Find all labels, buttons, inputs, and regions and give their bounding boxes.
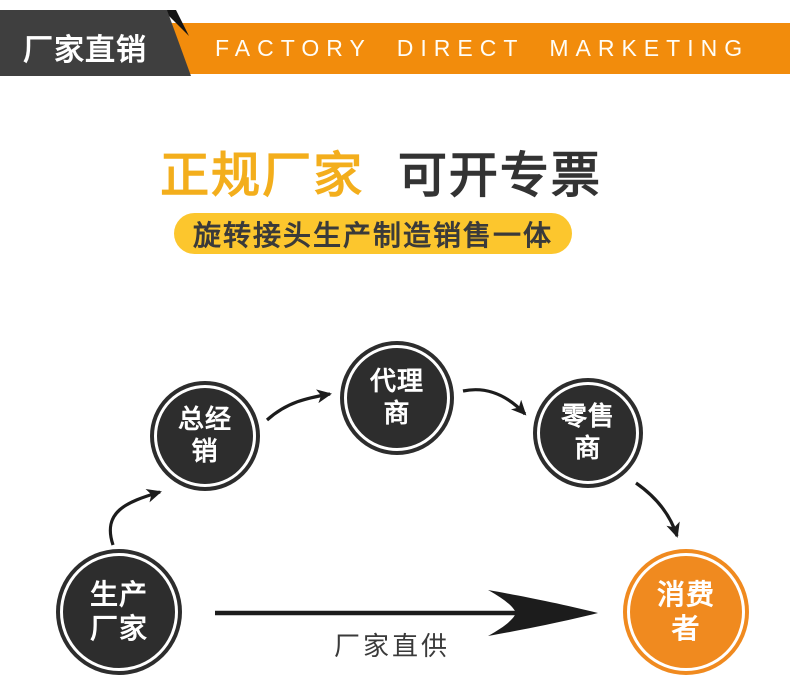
arrow-distributor-to-agent-icon [265,389,332,422]
headline-highlight: 正规厂家 [160,149,365,203]
node-agent-line1: 代理 [369,366,424,397]
node-retailer-line2: 商 [574,433,602,463]
banner-ribbon-label: 厂家直销 [23,34,147,67]
arrow-retailer-to-consumer-icon [635,481,680,538]
node-ring [60,553,178,671]
node-consumer: 消费 者 [623,549,749,675]
node-agent: 代理 商 [340,341,454,455]
headline-rest: 可开专票 [397,149,602,203]
node-manufacturer-line2: 厂家 [89,613,148,644]
direct-supply-arrowhead-icon [488,590,598,636]
arrow-agent-to-retailer-icon [462,388,527,416]
node-retailer: 零售 商 [533,378,643,488]
node-agent-line2: 商 [383,398,411,428]
node-general-distributor-line2: 销 [191,436,219,466]
node-general-distributor: 总经 销 [150,381,260,491]
headline: 正规厂家 可开专票 [0,136,762,207]
node-ring [344,345,450,451]
banner-ribbon-graphic [0,10,790,76]
node-retailer-line1: 零售 [560,401,615,432]
node-consumer-line1: 消费 [656,578,715,610]
ribbon-fold-shadow-icon [163,10,189,36]
node-ring [537,382,639,484]
direct-supply-label: 厂家直供 [333,631,450,661]
node-general-distributor-line1: 总经 [177,404,232,435]
arrow-manufacturer-to-distributor-icon [108,488,162,546]
subtitle-pill: 旋转接头生产制造销售一体 [174,213,572,254]
node-consumer-line2: 者 [671,613,701,644]
node-ring [154,385,256,487]
ribbon-dark-plate [0,10,191,76]
node-manufacturer: 生产 厂家 [56,549,182,675]
node-ring [627,553,745,671]
subtitle-label: 旋转接头生产制造销售一体 [192,219,553,251]
banner-english-title: FACTORY DIRECT MARKETING [215,35,750,61]
node-manufacturer-line1: 生产 [89,578,148,610]
